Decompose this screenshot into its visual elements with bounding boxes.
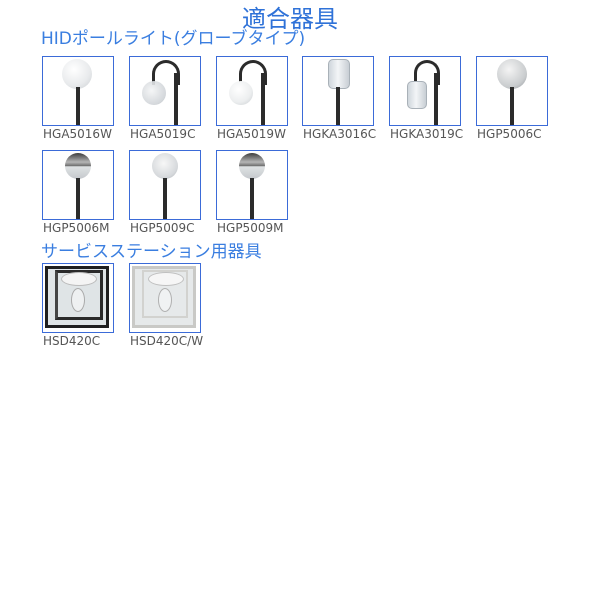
product-model[interactable]: HSD420C <box>43 334 101 348</box>
product-item[interactable]: HGKA3016C <box>302 56 390 141</box>
product-model[interactable]: HGA5019C <box>130 127 196 141</box>
product-model[interactable]: HGKA3019C <box>390 127 464 141</box>
product-image[interactable] <box>389 56 461 126</box>
product-model[interactable]: HGA5016W <box>43 127 112 141</box>
product-image[interactable] <box>216 150 288 220</box>
product-model[interactable]: HGP5006M <box>43 221 110 235</box>
product-item[interactable]: HGA5019W <box>216 56 304 141</box>
canopy-light-black-frame-icon <box>45 266 109 328</box>
product-image[interactable] <box>129 150 201 220</box>
product-item[interactable]: HSD420C <box>42 263 130 348</box>
product-model[interactable]: HGP5006C <box>477 127 542 141</box>
product-item[interactable]: HGP5009C <box>129 150 217 235</box>
product-image[interactable] <box>129 263 201 333</box>
product-model[interactable]: HGA5019W <box>217 127 286 141</box>
product-image[interactable] <box>302 56 374 126</box>
product-image[interactable] <box>42 150 114 220</box>
product-item[interactable]: HGKA3019C <box>389 56 477 141</box>
product-model[interactable]: HGP5009C <box>130 221 195 235</box>
canopy-light-white-frame-icon <box>132 266 196 328</box>
product-item[interactable]: HGP5006C <box>476 56 564 141</box>
product-image[interactable] <box>476 56 548 126</box>
product-item[interactable]: HGP5009M <box>216 150 304 235</box>
section-heading-hid-pole-light: HIDポールライト(グローブタイプ) <box>41 29 306 49</box>
product-image[interactable] <box>216 56 288 126</box>
product-image[interactable] <box>129 56 201 126</box>
product-image[interactable] <box>42 56 114 126</box>
product-image[interactable] <box>42 263 114 333</box>
page-title: 適合器具 <box>242 5 338 33</box>
product-item[interactable]: HGA5016W <box>42 56 130 141</box>
product-item[interactable]: HGP5006M <box>42 150 130 235</box>
product-model[interactable]: HGP5009M <box>217 221 284 235</box>
product-model[interactable]: HSD420C/W <box>130 334 204 348</box>
product-item[interactable]: HGA5019C <box>129 56 217 141</box>
section-heading-service-station: サービスステーション用器具 <box>41 242 262 262</box>
product-item[interactable]: HSD420C/W <box>129 263 217 348</box>
product-model[interactable]: HGKA3016C <box>303 127 377 141</box>
